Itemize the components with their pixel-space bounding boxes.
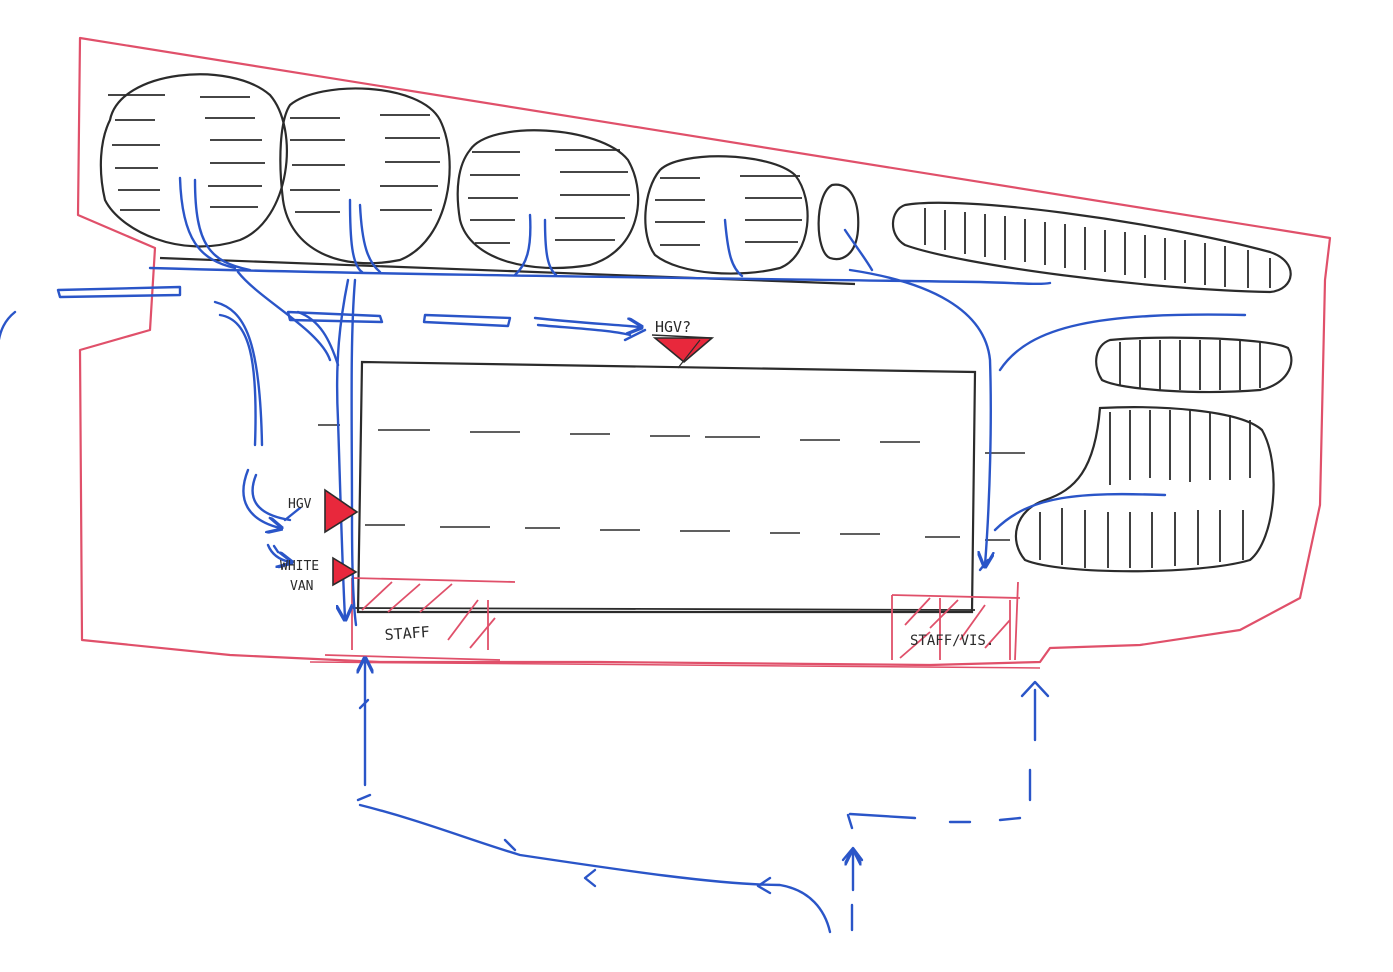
label-hgv-left: HGV xyxy=(288,497,312,512)
upper-zones xyxy=(99,73,860,275)
zone-oval-3 xyxy=(456,129,640,270)
label-staff-visitor: STAFF/VIS. xyxy=(910,633,994,649)
zone-oval-2 xyxy=(279,87,451,265)
site-boundary xyxy=(76,36,1332,669)
zone-oval-1 xyxy=(99,73,288,248)
label-white-van-2: VAN xyxy=(290,579,313,594)
main-building xyxy=(318,360,1025,614)
zone-long-pill xyxy=(891,201,1292,294)
label-staff: STAFF xyxy=(384,623,430,644)
staff-visitor-parking-area xyxy=(891,581,1021,661)
labels: HGV? HGV WHITE VAN STAFF STAFF/VIS. xyxy=(280,318,994,649)
hgv-top-marker xyxy=(652,337,715,364)
loading-markers xyxy=(324,334,715,587)
vehicle-routes xyxy=(0,176,1247,934)
label-white-van-1: WHITE xyxy=(280,559,319,574)
label-hgv-top: HGV? xyxy=(655,318,691,336)
zone-oval-4 xyxy=(644,155,809,275)
right-zones xyxy=(891,201,1293,573)
white-van-marker xyxy=(332,556,358,587)
zone-l-shape xyxy=(1014,406,1275,573)
zone-mid-pill xyxy=(1095,336,1293,394)
zone-small-pill xyxy=(817,183,860,261)
hgv-left-marker xyxy=(324,488,359,534)
